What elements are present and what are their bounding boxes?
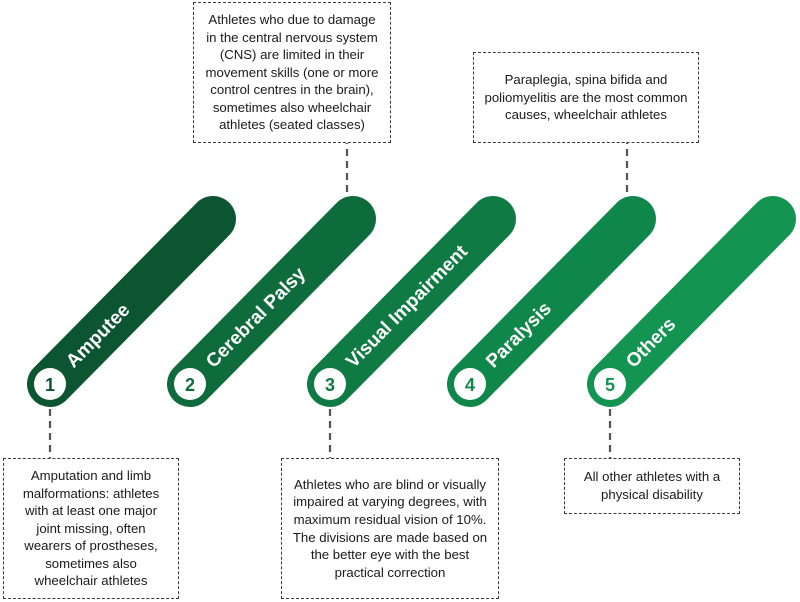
note-amputee: Amputation and limb malformations: athle… <box>3 458 179 599</box>
note-text-visual-impairment: Athletes who are blind or visually impai… <box>292 476 488 580</box>
band-label-visual-impairment: Visual Impairment <box>342 241 472 372</box>
badge-number-cerebral-palsy: 2 <box>185 375 195 395</box>
note-cerebral-palsy: Athletes who due to damage in the centra… <box>193 2 391 143</box>
badge-number-others: 5 <box>605 375 615 395</box>
note-text-others: All other athletes with a physical disab… <box>583 469 721 502</box>
band-label-cerebral-palsy: Cerebral Palsy <box>202 263 310 372</box>
badge-cerebral-palsy <box>174 368 206 400</box>
note-visual-impairment: Athletes who are blind or visually impai… <box>281 458 499 599</box>
band-shape-amputee <box>27 196 236 407</box>
band-shape-others <box>587 196 796 407</box>
band-shape-paralysis <box>447 196 656 407</box>
badge-number-paralysis: 4 <box>465 375 475 395</box>
band-shape-visual-impairment <box>307 196 516 407</box>
badge-amputee <box>34 368 66 400</box>
badge-others <box>594 368 626 400</box>
band-shape-cerebral-palsy <box>167 196 376 407</box>
note-others: All other athletes with a physical disab… <box>564 458 740 514</box>
badge-paralysis <box>454 368 486 400</box>
note-paralysis: Paraplegia, spina bifida and poliomyelit… <box>473 52 699 143</box>
note-text-amputee: Amputation and limb malformations: athle… <box>22 467 160 589</box>
note-text-cerebral-palsy: Athletes who due to damage in the centra… <box>205 11 379 133</box>
badge-visual-impairment <box>314 368 346 400</box>
badge-number-amputee: 1 <box>45 375 55 395</box>
badge-number-visual-impairment: 3 <box>325 375 335 395</box>
note-text-paralysis: Paraplegia, spina bifida and poliomyelit… <box>484 72 688 123</box>
